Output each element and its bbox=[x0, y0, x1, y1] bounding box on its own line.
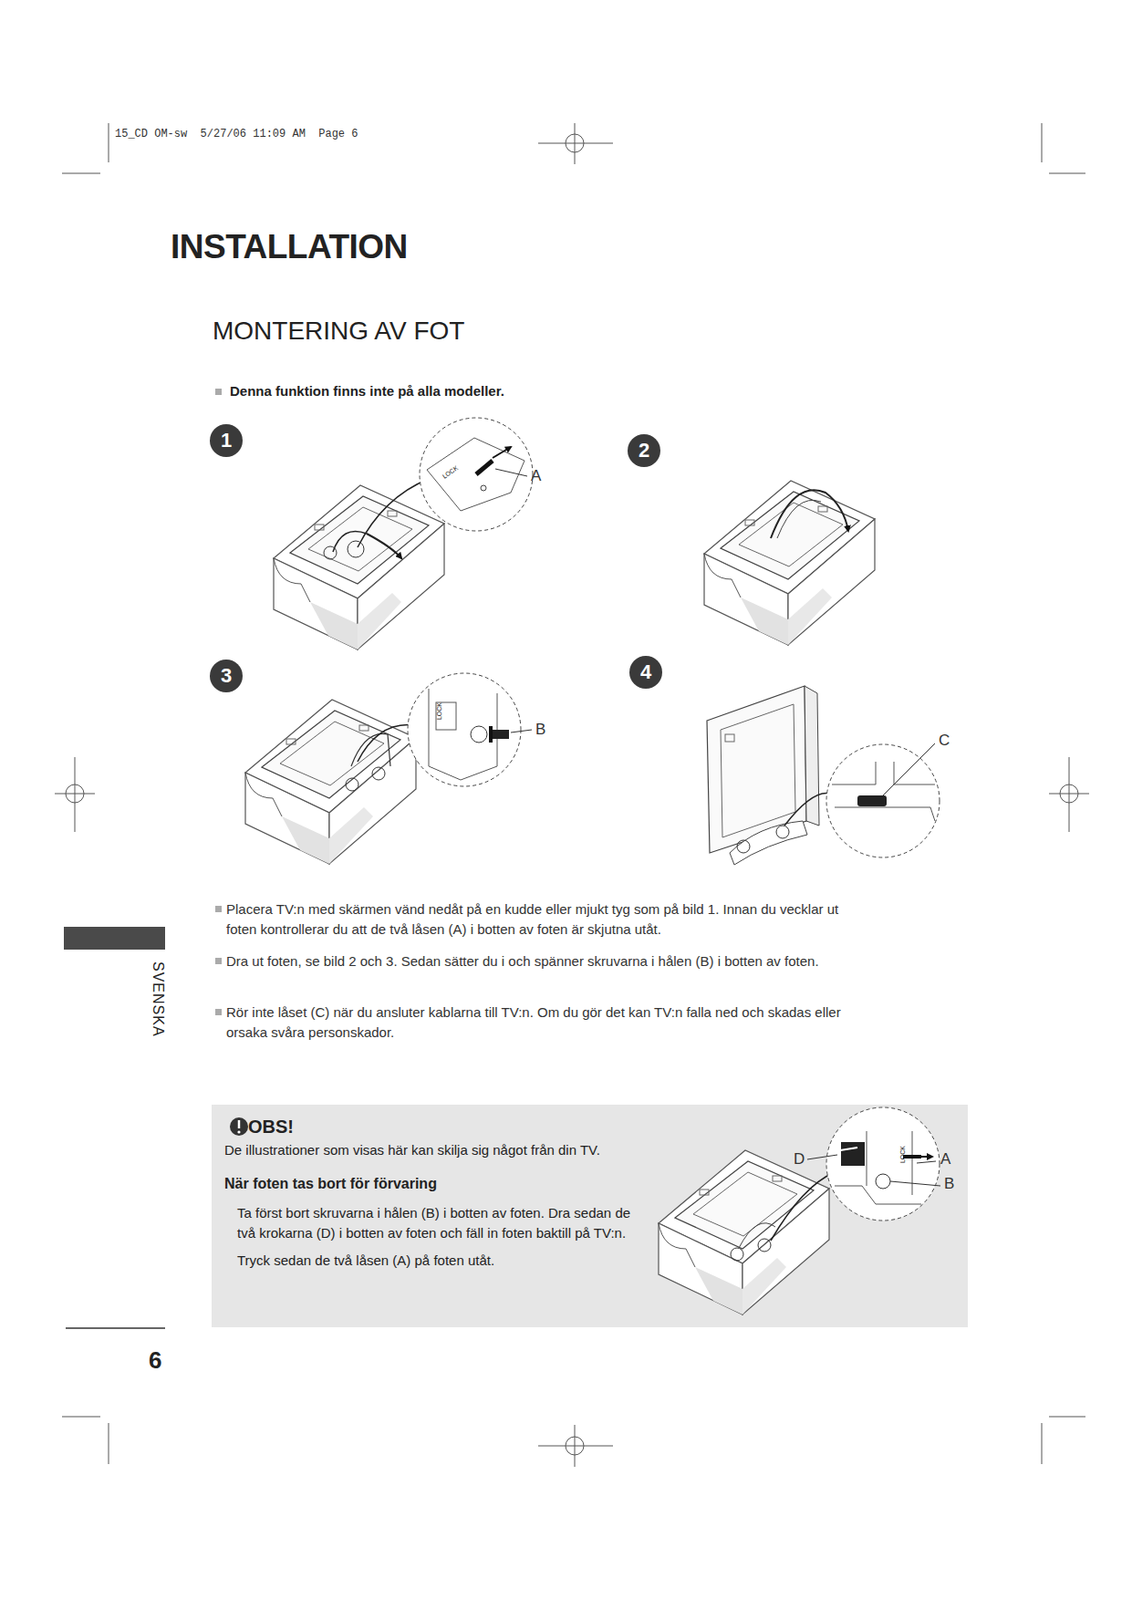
note-text: De illustrationer som visas här kan skil… bbox=[224, 1141, 644, 1160]
note-text: Ta först bort skruvarna i hålen (B) i bo… bbox=[237, 1203, 644, 1244]
note-heading: OBS! bbox=[248, 1115, 431, 1138]
step-number: 2 bbox=[627, 434, 661, 468]
instruction-text: Placera TV:n med skärmen vänd nedåt på e… bbox=[226, 899, 865, 940]
note-subheading: När foten tas bort för förvaring bbox=[224, 1173, 644, 1195]
instruction-text: Rör inte låset (C) när du ansluter kabla… bbox=[226, 1002, 865, 1043]
step-digit: 3 bbox=[220, 665, 232, 686]
step-digit: 1 bbox=[220, 430, 232, 451]
print-header: 15_CD OM-sw 5/27/06 11:09 AM Page 6 bbox=[114, 127, 358, 141]
step-number: 1 bbox=[209, 424, 243, 457]
callout-letter: A bbox=[940, 1150, 951, 1169]
lock-marking: LOCK bbox=[436, 702, 443, 720]
lock-marking: LOCK bbox=[899, 1145, 906, 1164]
step-digit: 4 bbox=[640, 662, 652, 683]
note-line: Denna funktion finns inte på alla modell… bbox=[229, 383, 505, 399]
language-tab: SVENSKA bbox=[149, 961, 167, 1038]
section-heading: MONTERING AV FOT bbox=[212, 316, 465, 346]
page-title: INSTALLATION bbox=[170, 228, 408, 267]
page-number: 6 bbox=[148, 1346, 162, 1375]
step-number: 3 bbox=[209, 659, 243, 693]
step-number: 4 bbox=[629, 655, 663, 689]
callout-letter: B bbox=[944, 1174, 955, 1194]
callout-letter: C bbox=[938, 731, 950, 750]
instruction-text: Dra ut foten, se bild 2 och 3. Sedan sät… bbox=[226, 951, 865, 972]
note-text: Tryck sedan de två låsen (A) på foten ut… bbox=[237, 1250, 644, 1271]
note-panel: OBS! De illustrationer som visas här kan … bbox=[211, 1104, 968, 1328]
callout-letter: A bbox=[530, 467, 541, 486]
callout-letter: D bbox=[793, 1150, 805, 1169]
callout-letter: B bbox=[535, 720, 546, 739]
step-digit: 2 bbox=[638, 440, 650, 461]
